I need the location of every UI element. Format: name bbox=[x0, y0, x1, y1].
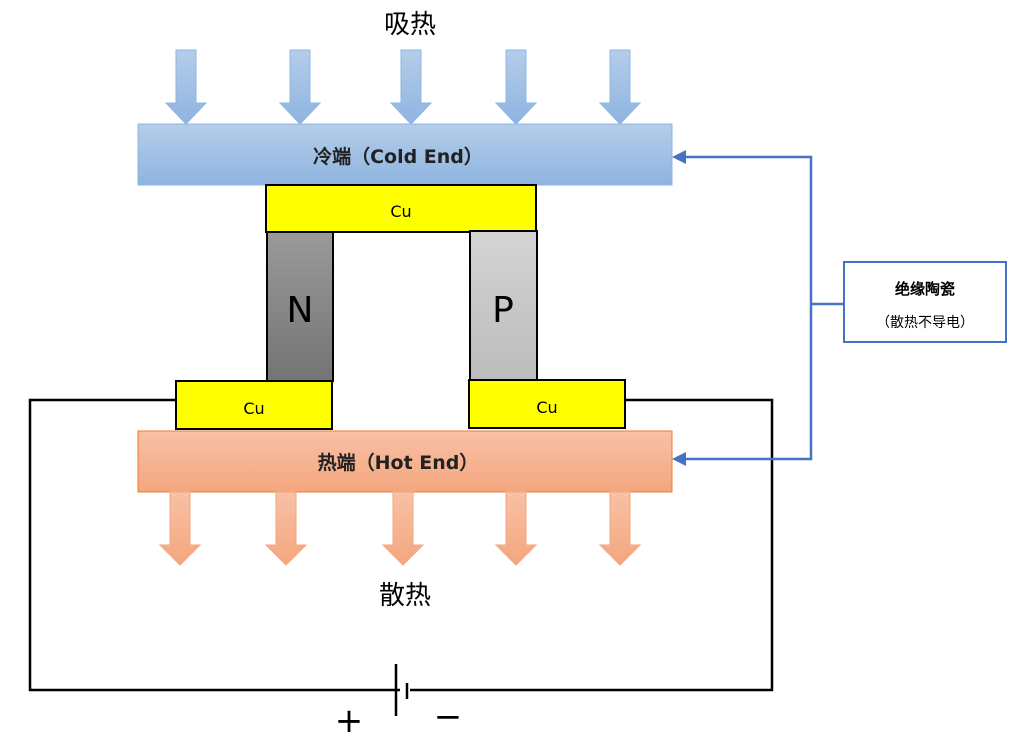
n-type-label: N bbox=[287, 290, 314, 331]
battery-plus-sign: + bbox=[335, 701, 364, 741]
copper-bottom-right: Cu bbox=[468, 379, 626, 429]
ceramic-pointer-lines bbox=[684, 155, 844, 461]
ceramic-title: 绝缘陶瓷 bbox=[895, 280, 955, 298]
copper-bottom-right-label: Cu bbox=[536, 398, 557, 417]
circuit-wire bbox=[28, 398, 774, 692]
n-type-leg: N bbox=[266, 231, 334, 382]
left-arrow-icon bbox=[672, 452, 686, 466]
heat-in-arrows bbox=[164, 49, 642, 125]
down-arrow-icon bbox=[598, 49, 642, 125]
hot-end-label: 热端（Hot End） bbox=[318, 451, 479, 474]
left-arrow-icon bbox=[672, 150, 686, 164]
down-arrow-icon bbox=[381, 491, 425, 566]
down-arrow-icon bbox=[494, 49, 538, 125]
p-type-leg: P bbox=[469, 230, 538, 381]
battery-icon bbox=[394, 664, 409, 716]
heat-dissipate-label: 散热 bbox=[379, 581, 431, 611]
down-arrow-icon bbox=[389, 49, 433, 125]
cold-end-plate: 冷端（Cold End） bbox=[137, 123, 673, 186]
down-arrow-icon bbox=[494, 491, 538, 566]
battery-minus-sign: − bbox=[434, 697, 463, 737]
copper-top-label: Cu bbox=[390, 202, 411, 221]
hot-end-plate: 热端（Hot End） bbox=[137, 430, 673, 493]
down-arrow-icon bbox=[158, 491, 202, 566]
ceramic-subtitle: （散热不导电） bbox=[876, 315, 974, 331]
down-arrow-icon bbox=[164, 49, 208, 125]
heat-out-arrows bbox=[158, 491, 642, 566]
down-arrow-icon bbox=[598, 491, 642, 566]
heat-absorb-label: 吸热 bbox=[384, 10, 436, 40]
cold-end-label: 冷端（Cold End） bbox=[313, 145, 483, 168]
p-type-label: P bbox=[492, 290, 514, 331]
down-arrow-icon bbox=[278, 49, 322, 125]
ceramic-callout: 绝缘陶瓷 （散热不导电） bbox=[843, 261, 1007, 343]
down-arrow-icon bbox=[264, 491, 308, 566]
copper-bottom-left: Cu bbox=[175, 380, 333, 430]
copper-bottom-left-label: Cu bbox=[243, 399, 264, 418]
copper-top: Cu bbox=[265, 184, 537, 233]
